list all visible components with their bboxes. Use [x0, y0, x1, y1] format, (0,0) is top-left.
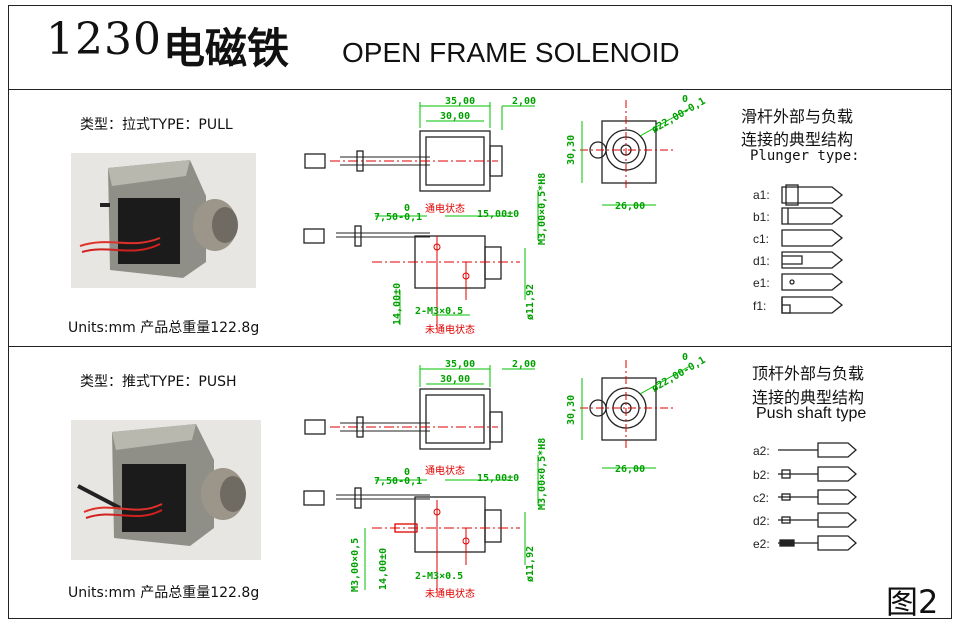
- title-number: 1230: [46, 14, 162, 65]
- svg-text:26,00: 26,00: [615, 464, 645, 475]
- svg-text:M3,00×0,5*H8: M3,00×0,5*H8: [537, 173, 548, 245]
- svg-text:30,00: 30,00: [440, 111, 470, 122]
- svg-text:0: 0: [682, 352, 688, 363]
- push-heading-cn1: 顶杆外部与负载: [752, 364, 865, 383]
- svg-text:b1:: b1:: [753, 210, 770, 224]
- svg-text:a1:: a1:: [753, 188, 770, 202]
- svg-text:未通电状态: 未通电状态: [425, 587, 475, 600]
- svg-text:26,00: 26,00: [615, 201, 645, 212]
- svg-text:14,00±0: 14,00±0: [378, 548, 389, 590]
- svg-text:e1:: e1:: [753, 276, 770, 290]
- title-english: OPEN FRAME SOLENOID: [342, 37, 680, 68]
- svg-text:e2:: e2:: [753, 537, 770, 551]
- title-chinese: 电磁铁: [163, 24, 290, 73]
- svg-text:ø11,92: ø11,92: [525, 546, 536, 582]
- svg-text:f1:: f1:: [753, 299, 766, 313]
- svg-text:d2:: d2:: [753, 514, 770, 528]
- push-heading-cn2: 连接的典型结构: [752, 388, 865, 407]
- pull-weight-label: Units:mm 产品总重量122.8g: [68, 320, 260, 336]
- svg-text:15,00±0: 15,00±0: [477, 209, 519, 220]
- pull-heading-cn1: 滑杆外部与负载: [741, 107, 854, 126]
- svg-text:2,00: 2,00: [512, 359, 536, 370]
- svg-text:35,00: 35,00: [445, 359, 475, 370]
- pull-heading-cn2: 连接的典型结构: [741, 130, 854, 149]
- svg-text:ø11,92: ø11,92: [525, 284, 536, 320]
- svg-text:c1:: c1:: [753, 232, 769, 246]
- svg-text:35,00: 35,00: [445, 96, 475, 107]
- svg-text:通电状态: 通电状态: [425, 464, 465, 477]
- svg-text:0: 0: [404, 203, 410, 214]
- svg-text:2,00: 2,00: [512, 96, 536, 107]
- svg-text:30,00: 30,00: [440, 374, 470, 385]
- push-weight-label: Units:mm 产品总重量122.8g: [68, 585, 260, 601]
- svg-text:2-M3×0.5: 2-M3×0.5: [415, 571, 463, 582]
- svg-text:15,00±0: 15,00±0: [477, 473, 519, 484]
- pull-heading-en: Plunger type:: [750, 148, 860, 164]
- svg-text:0: 0: [682, 94, 688, 105]
- svg-text:d1:: d1:: [753, 254, 770, 268]
- figure-label: 图2: [886, 583, 939, 621]
- svg-text:通电状态: 通电状态: [425, 202, 465, 215]
- divider-middle: [8, 346, 952, 347]
- svg-text:M3,00×0,5*H8: M3,00×0,5*H8: [537, 438, 548, 510]
- svg-text:a2:: a2:: [753, 444, 770, 458]
- push-heading-en: Push shaft type: [756, 405, 867, 422]
- svg-text:M3,00×0,5: M3,00×0,5: [350, 538, 361, 592]
- pull-type-label: 类型：拉式TYPE：PULL: [80, 117, 233, 133]
- svg-text:30,30: 30,30: [566, 135, 577, 165]
- outer-frame: [8, 5, 952, 619]
- svg-text:14,00±0: 14,00±0: [392, 283, 403, 325]
- svg-text:7,50-0,1: 7,50-0,1: [374, 476, 422, 487]
- push-type-label: 类型：推式TYPE：PUSH: [80, 374, 237, 390]
- divider-top: [8, 89, 952, 90]
- svg-text:b2:: b2:: [753, 468, 770, 482]
- svg-text:30,30: 30,30: [566, 395, 577, 425]
- svg-text:未通电状态: 未通电状态: [425, 323, 475, 336]
- svg-text:0: 0: [404, 467, 410, 478]
- svg-text:7,50-0,1: 7,50-0,1: [374, 212, 422, 223]
- svg-text:c2:: c2:: [753, 491, 769, 505]
- svg-text:2-M3×0.5: 2-M3×0.5: [415, 306, 463, 317]
